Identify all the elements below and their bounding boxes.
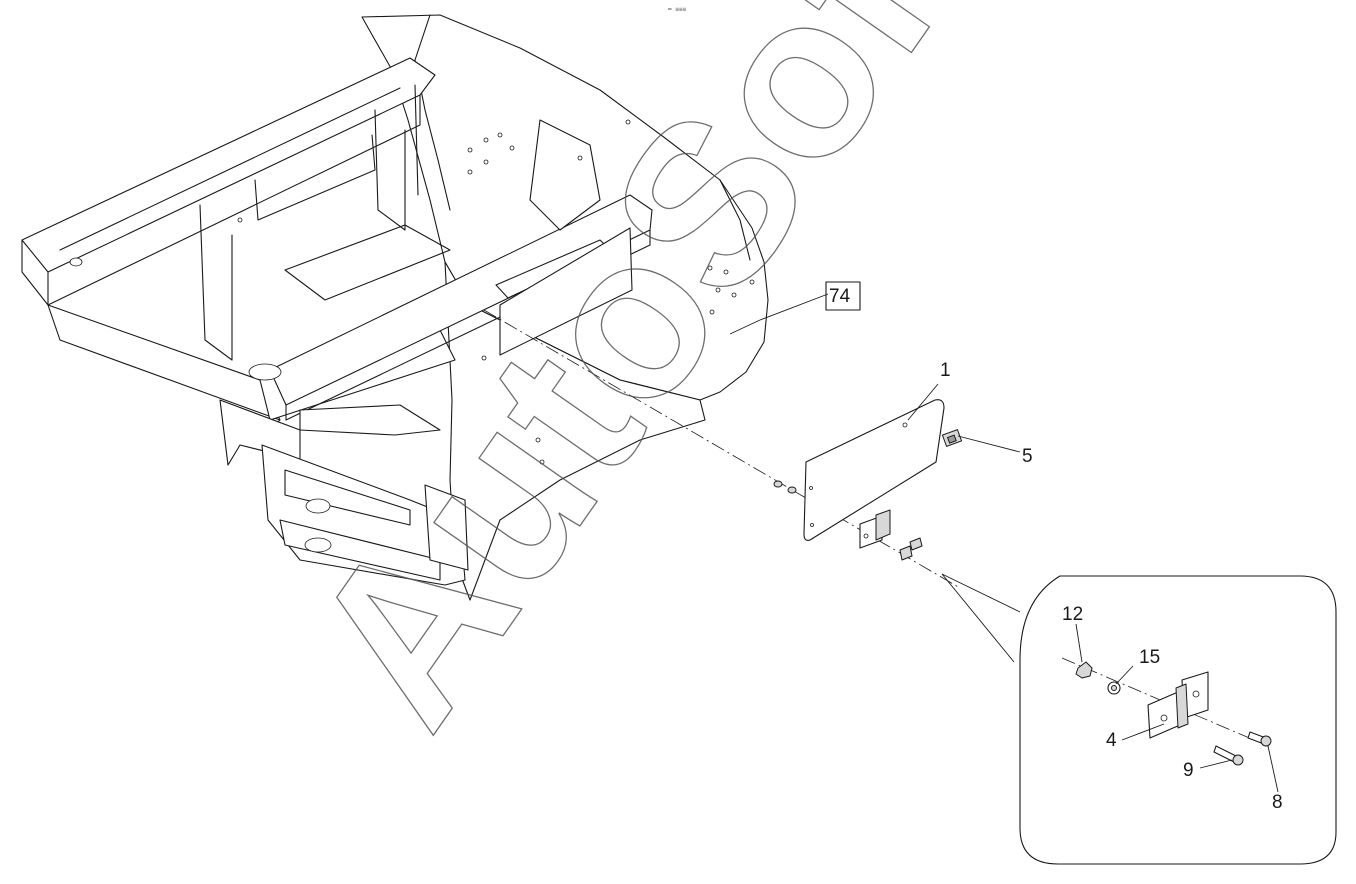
callout-12: 12 [1062, 604, 1083, 625]
detail-leader-line [941, 573, 1021, 663]
hinge-on-plate [859, 509, 891, 549]
small-fasteners [773, 480, 923, 561]
callout-9: 9 [1183, 760, 1194, 781]
callout-8: 8 [1272, 792, 1283, 813]
callout-15: 15 [1139, 647, 1160, 668]
callout-leaders [729, 293, 1279, 793]
clip-part [941, 429, 963, 447]
top-marker-text: ═ ≡≡≡ [667, 6, 686, 13]
callout-5: 5 [1022, 446, 1033, 467]
callout-74-box [825, 281, 861, 311]
shell-holes [237, 119, 755, 465]
callout-74: 74 [829, 286, 851, 307]
detail-view-contents [1061, 657, 1272, 766]
assembly-centerline [483, 309, 961, 589]
frame-assembly [21, 14, 769, 601]
callout-4: 4 [1106, 730, 1117, 751]
callout-1: 1 [940, 360, 951, 381]
plate-part [803, 399, 945, 541]
